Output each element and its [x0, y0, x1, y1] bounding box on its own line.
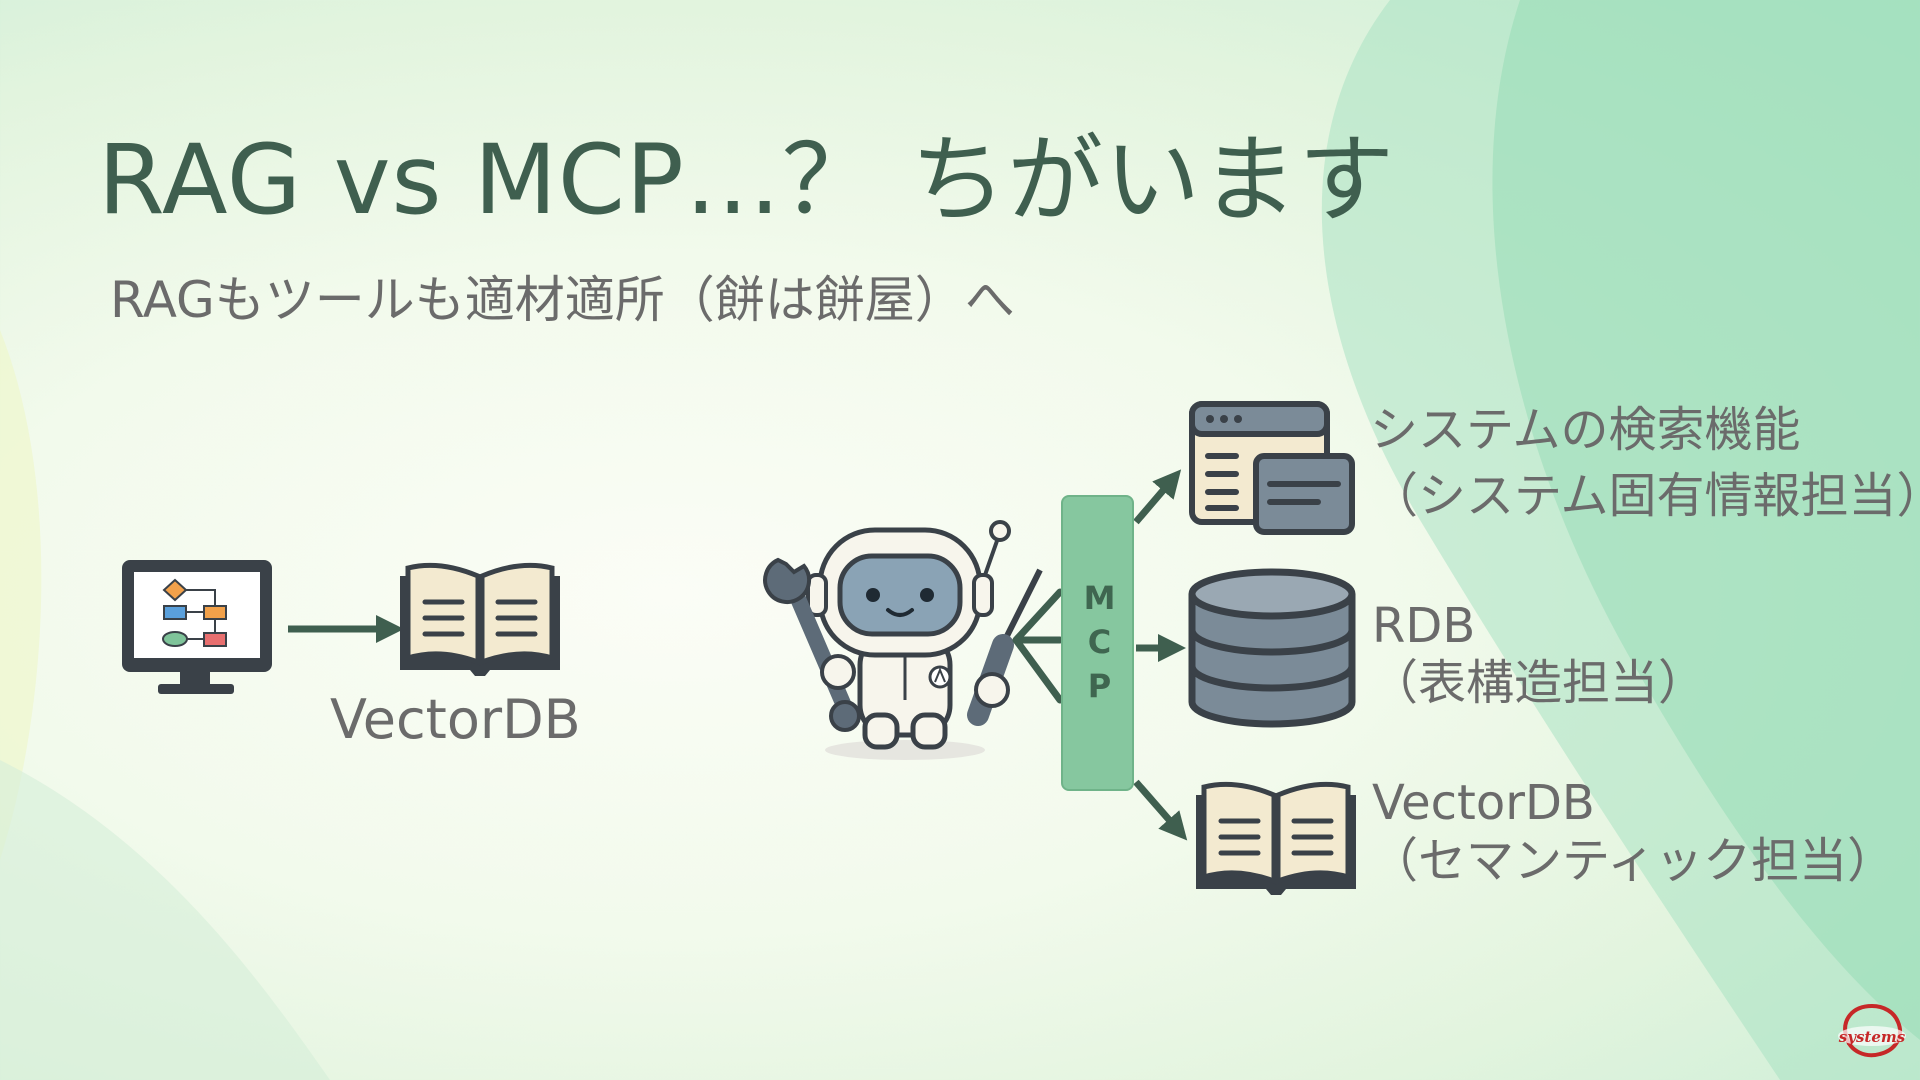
slide-title: RAG vs MCP…？ ちがいます — [98, 124, 1396, 236]
svg-text:systems: systems — [1839, 1028, 1906, 1046]
systems-logo: systems — [1838, 1003, 1906, 1058]
mcp-letter-c: C — [1087, 623, 1112, 661]
search-label-line2: （システム固有情報担当） — [1370, 468, 1920, 524]
rdb-label-line2: （表構造担当） — [1370, 655, 1707, 711]
search-label-line1: システムの検索機能 — [1370, 402, 1801, 458]
mcp-letter-p: P — [1087, 667, 1112, 705]
rdb-label-line1: RDB — [1372, 598, 1476, 654]
monitor-flowchart-icon — [122, 560, 272, 694]
mcp-letter-m: M — [1083, 579, 1116, 617]
database-icon — [1188, 568, 1356, 728]
vectordb-label-line1: VectorDB — [1372, 775, 1595, 831]
browser-window-icon — [1189, 401, 1355, 535]
robot-connector — [1012, 588, 1064, 704]
slide-subtitle: RAGもツールも適材適所（餅は餅屋）へ — [110, 271, 1015, 329]
arrow-to-vectordb — [1133, 779, 1188, 841]
arrow-to-search — [1133, 469, 1182, 525]
vectordb-label-line2: （セマンティック担当） — [1370, 833, 1896, 889]
robot-astronaut-with-tools-icon — [763, 520, 1043, 760]
left-vectordb-label: VectorDB — [330, 688, 581, 751]
open-book-icon — [400, 562, 560, 676]
open-book-icon — [1196, 781, 1356, 895]
mcp-box: M C P — [1061, 495, 1134, 791]
